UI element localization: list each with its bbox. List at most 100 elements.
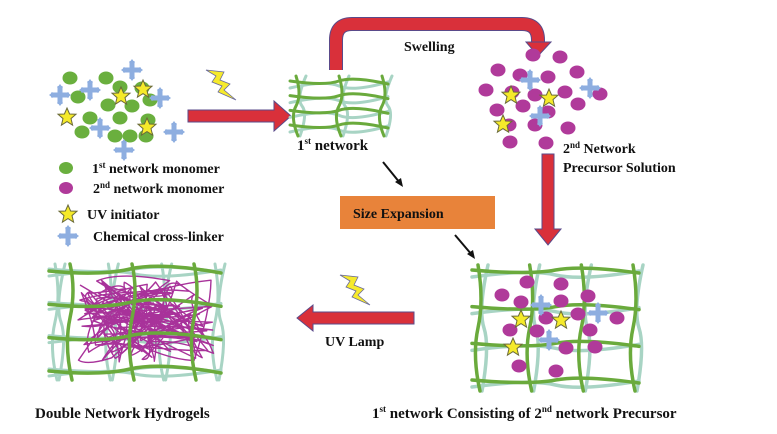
size-expansion-label: Size Expansion [353, 207, 444, 222]
magenta-monomer [540, 70, 556, 84]
first-network-mesh [288, 74, 394, 138]
green-monomer [112, 111, 128, 125]
magenta-monomer [587, 340, 603, 354]
green-monomer [112, 80, 128, 94]
green-strand [577, 263, 587, 393]
star-icon [58, 204, 78, 223]
light-strand [384, 74, 394, 138]
uv-initiator [539, 88, 559, 107]
magenta-monomer [557, 85, 573, 99]
uv-initiator [503, 337, 523, 356]
magenta-monomer [570, 97, 586, 111]
green-monomer [122, 129, 138, 143]
green-monomer [62, 71, 78, 85]
legend-item-1st-monomer: 1st network monomer [92, 160, 220, 177]
swelling-arrow [329, 17, 553, 70]
green-strand [47, 297, 223, 309]
legend-item-cross-linker: Chemical cross-linker [93, 230, 224, 245]
magenta-monomer [527, 88, 543, 102]
magenta-monomer [560, 121, 576, 135]
size-expansion-box: Size Expansion [340, 196, 495, 229]
green-strand [377, 74, 387, 138]
uv-initiator [511, 309, 531, 328]
green-strand [65, 262, 75, 382]
legend-item-2nd-monomer: 2nd network monomer [93, 180, 224, 197]
green-strand [288, 121, 390, 130]
cross-linker [49, 84, 71, 106]
cross-icon [57, 225, 79, 247]
green-monomer [70, 90, 86, 104]
light-strand [288, 95, 390, 105]
green-monomer [82, 111, 98, 125]
magenta-monomer [502, 323, 518, 337]
arrow-down-to-combined [533, 153, 563, 246]
magenta-monomer [570, 307, 586, 321]
magenta-monomer [529, 324, 545, 338]
magenta-monomer [494, 288, 510, 302]
light-strand [480, 263, 490, 393]
magenta-monomer [558, 341, 574, 355]
light-strand [298, 74, 308, 138]
uv-lightning-icon [205, 69, 237, 101]
arrow-to-first-network [187, 99, 292, 133]
combined-network [470, 263, 645, 393]
monomer-mixture [49, 59, 185, 161]
green-monomer [74, 125, 90, 139]
green-strand [291, 74, 301, 138]
magenta-monomer [478, 83, 494, 97]
magenta-monomer [553, 294, 569, 308]
green-strand [628, 263, 638, 393]
size-expansion-arrows [382, 161, 475, 259]
double-network-caption: Double Network Hydrogels [35, 406, 210, 422]
green-strand [210, 262, 220, 382]
green-circle-icon [59, 162, 73, 174]
green-strand [470, 376, 641, 385]
green-monomer [100, 98, 116, 112]
magenta-monomer [553, 277, 569, 291]
green-strand [189, 262, 199, 382]
magenta-monomer [592, 87, 608, 101]
precursor-label-line2: Precursor Solution [563, 161, 676, 176]
green-monomer [124, 99, 140, 113]
precursor-solution [478, 48, 608, 150]
legend: 1st network monomer 2nd network monomer … [57, 160, 224, 247]
magenta-monomer [609, 311, 625, 325]
light-strand [217, 262, 227, 382]
uv-lamp-label: UV Lamp [325, 335, 384, 350]
magenta-monomer [538, 311, 554, 325]
double-network-hydrogel [47, 262, 227, 382]
magenta-monomer [519, 275, 535, 289]
light-strand [288, 80, 390, 90]
magenta-monomer [580, 289, 596, 303]
magenta-monomer [490, 63, 506, 77]
magenta-monomer [569, 65, 585, 79]
arrow-uv-lamp [296, 303, 415, 333]
combined-network-caption: 1st network Consisting of 2nd network Pr… [372, 404, 677, 422]
green-strand [50, 262, 60, 382]
green-strand [470, 266, 641, 275]
green-strand [473, 263, 483, 393]
green-strand [288, 92, 390, 101]
magenta-monomer [548, 364, 564, 378]
magenta-monomer [552, 50, 568, 64]
light-strand [57, 262, 67, 382]
cross-linker [163, 121, 185, 143]
green-monomer [107, 129, 123, 143]
green-strand [127, 262, 137, 382]
light-strand [341, 74, 351, 138]
swelling-label: Swelling [404, 40, 455, 55]
magenta-monomer [515, 99, 531, 113]
uv-initiator [57, 107, 77, 126]
cross-linker [121, 59, 143, 81]
magenta-monomer [582, 323, 598, 337]
magenta-monomer [489, 103, 505, 117]
precursor-label-line1: 2nd Network [563, 140, 636, 157]
first-network-grid [47, 262, 223, 382]
magenta-monomer [511, 359, 527, 373]
green-strand [334, 74, 344, 138]
green-strand [47, 264, 223, 275]
magenta-monomer [502, 135, 518, 149]
green-strand [470, 302, 641, 312]
light-strand [288, 109, 390, 120]
